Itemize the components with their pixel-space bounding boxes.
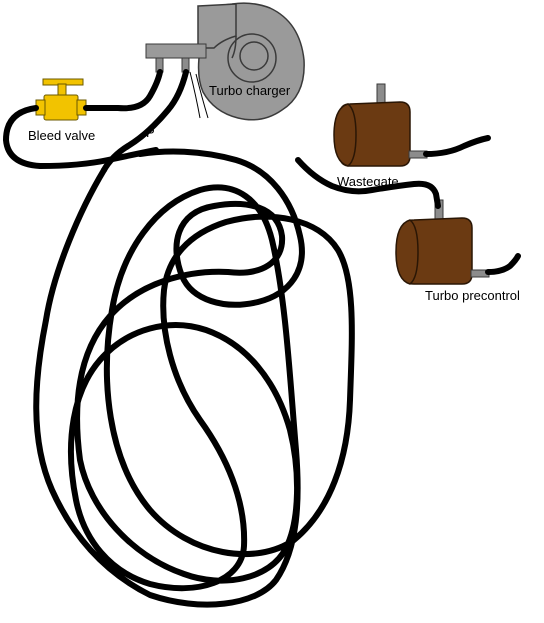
bleed-valve-body (43, 94, 79, 121)
bleed-valve-label: Bleed valve (28, 128, 96, 143)
bleed-valve-stem (57, 83, 67, 97)
hose-precontrol-outlet (485, 253, 521, 275)
turbo-thin-line-1 (189, 71, 201, 119)
turbo-manifold-pipe (145, 43, 207, 59)
turbo-charger-label: Turbo charger (209, 83, 291, 98)
pressure-port-label: P (146, 125, 155, 140)
turbo-precontrol-actuator (395, 199, 490, 285)
wastegate-actuator (333, 83, 428, 167)
wastegate-rod (376, 83, 386, 105)
hose-bleed-to-turbo (83, 69, 163, 112)
turbo-scroll-line (231, 35, 237, 59)
coiled-hose (33, 148, 355, 608)
turbo-outer-ring (227, 33, 277, 83)
bleed-valve (35, 78, 87, 121)
turbo-precontrol-label: Turbo precontrol (425, 288, 520, 303)
turbo-charger (145, 2, 305, 121)
turbo-center-eye (239, 41, 269, 71)
hose-bleed-loop (3, 105, 159, 169)
wastegate-label: Wastegate (337, 174, 399, 189)
hose-wastegate-outlet (423, 135, 491, 157)
turbo-thin-line-2 (195, 73, 209, 119)
wastegate-flange (333, 103, 357, 167)
precontrol-flange (395, 219, 419, 285)
hose-turbo-pressure-line (101, 69, 189, 173)
hose-to-wastegate-left (295, 157, 441, 209)
